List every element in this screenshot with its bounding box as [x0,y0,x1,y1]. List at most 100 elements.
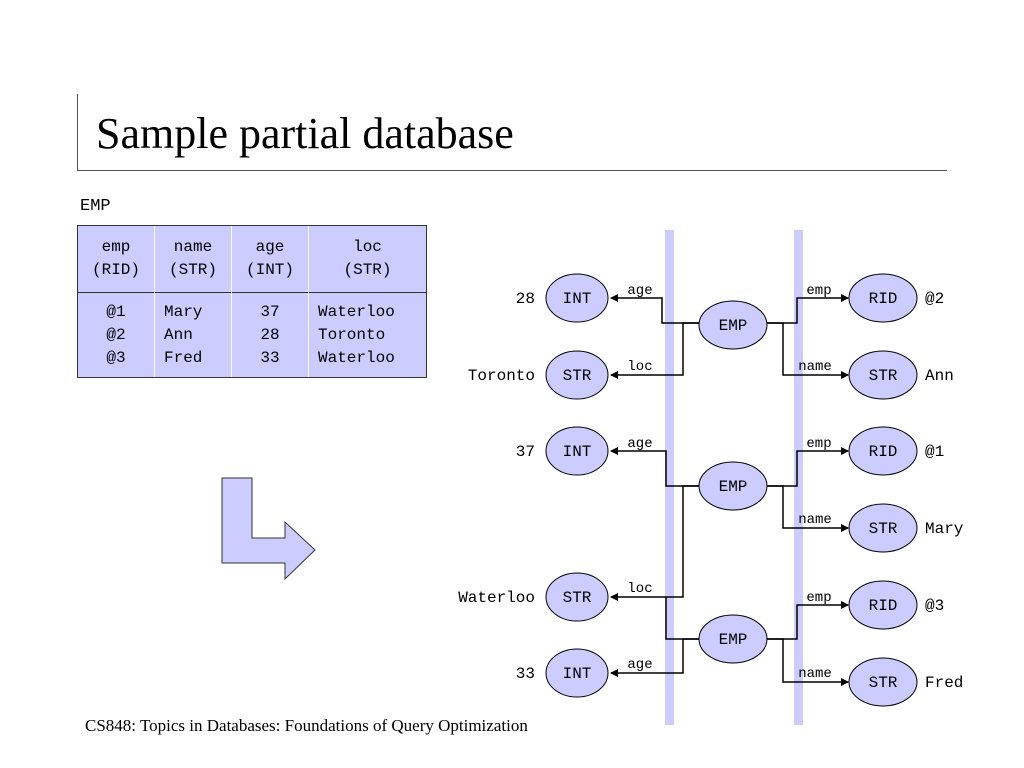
column-divider [308,226,309,377]
edge-emp [767,601,849,640]
record-3: EMP age INT 33 emp RID @3 name STR Fred [516,580,963,707]
table-cell: Mary [164,303,203,321]
table-cell: Fred [164,349,203,367]
edge-label: name [798,512,832,528]
table-cell: Waterloo [318,349,395,367]
column-loc: loc (STR) Waterloo Toronto Waterloo [309,226,426,377]
value-node [545,426,609,476]
table-cell: 33 [260,349,280,367]
value-node-type: STR [563,589,592,607]
emp-hub-label: EMP [719,317,748,335]
edge-age [610,447,699,487]
slide-title: Sample partial database [96,109,514,158]
transform-arrow-icon [221,477,316,581]
table-cell: 37 [260,303,280,321]
value-node-type: STR [869,367,898,385]
column-age: age (INT) 37 28 33 [232,226,308,377]
emp-hub-label: EMP [719,631,748,649]
value-text: 37 [516,443,535,461]
value-node-type: INT [563,443,592,461]
value-text: @2 [925,290,944,308]
edge-label: age [627,436,652,452]
footer-text: CS848: Topics in Databases: Foundations … [85,716,528,735]
table-header-divider [78,292,426,293]
column-header-name: loc [353,238,382,256]
value-node-type: INT [563,290,592,308]
value-text: @3 [925,597,944,615]
edge-label: age [627,283,652,299]
edge-label: emp [806,590,831,606]
record-2: EMP age INT 37 loc STR Waterloo emp RID … [458,426,964,622]
value-node-type: STR [869,520,898,538]
value-node [848,503,918,553]
value-node-type: STR [869,674,898,692]
table-cell: Toronto [318,326,386,344]
value-text: Waterloo [458,589,535,607]
value-node [848,426,918,476]
value-text: Toronto [468,367,535,385]
value-node [848,580,918,630]
title-rule-horizontal [77,170,947,171]
table-cell: Waterloo [318,303,395,321]
value-text: 28 [516,290,535,308]
emp-hub-label: EMP [719,478,748,496]
column-emp: emp (RID) @1 @2 @3 [78,226,154,377]
value-node [848,350,918,400]
value-node [848,657,918,707]
edge-label: emp [806,436,831,452]
record-1: EMP age INT 28 loc STR Toronto emp RID @… [468,273,954,400]
column-name: name (STR) Mary Ann Fred [155,226,231,377]
edge-loc [610,485,699,601]
table-cell: @1 [106,303,126,321]
edge-name [767,322,849,379]
edge-age [610,294,699,324]
column-header-name: age [255,238,285,256]
value-node [545,648,609,698]
value-text: Fred [925,674,963,692]
column-header-type: (RID) [91,261,140,279]
table-cell: Ann [164,326,193,344]
column-header-type: (INT) [245,261,294,279]
value-node-type: RID [869,597,898,615]
edge-label: name [798,359,832,375]
value-node [545,273,609,323]
column-divider [154,226,155,377]
column-header-type: (STR) [168,261,217,279]
separator-band-left [665,230,674,725]
edge-loc [610,322,699,379]
table-caption: EMP [80,197,111,216]
value-node-type: INT [563,665,592,683]
value-node [545,350,609,400]
table-cell: @3 [106,349,126,367]
emp-table: emp (RID) @1 @2 @3 name (STR) Mary Ann F… [77,225,427,378]
title-rule-vertical [77,94,78,170]
table-cell: 28 [260,326,280,344]
column-header-name: name [173,238,213,256]
value-text: Mary [925,520,964,538]
edge-age [610,638,699,677]
value-text: Ann [925,367,954,385]
edge-name [767,485,849,532]
value-node [848,273,918,323]
emp-hub-node [698,300,768,350]
edge-emp [767,294,849,324]
table-cell: @2 [106,326,126,344]
value-node-type: RID [869,290,898,308]
edge-label: name [798,666,832,682]
separator-band-right [794,230,803,725]
value-node-type: RID [869,443,898,461]
column-header-type: (STR) [343,261,392,279]
value-text: 33 [516,665,535,683]
value-node [545,572,609,622]
edge-label: loc [627,359,652,375]
value-text: @1 [925,443,944,461]
edge-name [767,638,849,686]
column-divider [231,226,232,377]
column-header-name: emp [101,238,131,256]
edge-label: loc [627,581,652,597]
edge-label: age [627,657,652,673]
edge-emp [767,447,849,487]
edge-label: emp [806,283,831,299]
value-node-type: STR [563,367,592,385]
